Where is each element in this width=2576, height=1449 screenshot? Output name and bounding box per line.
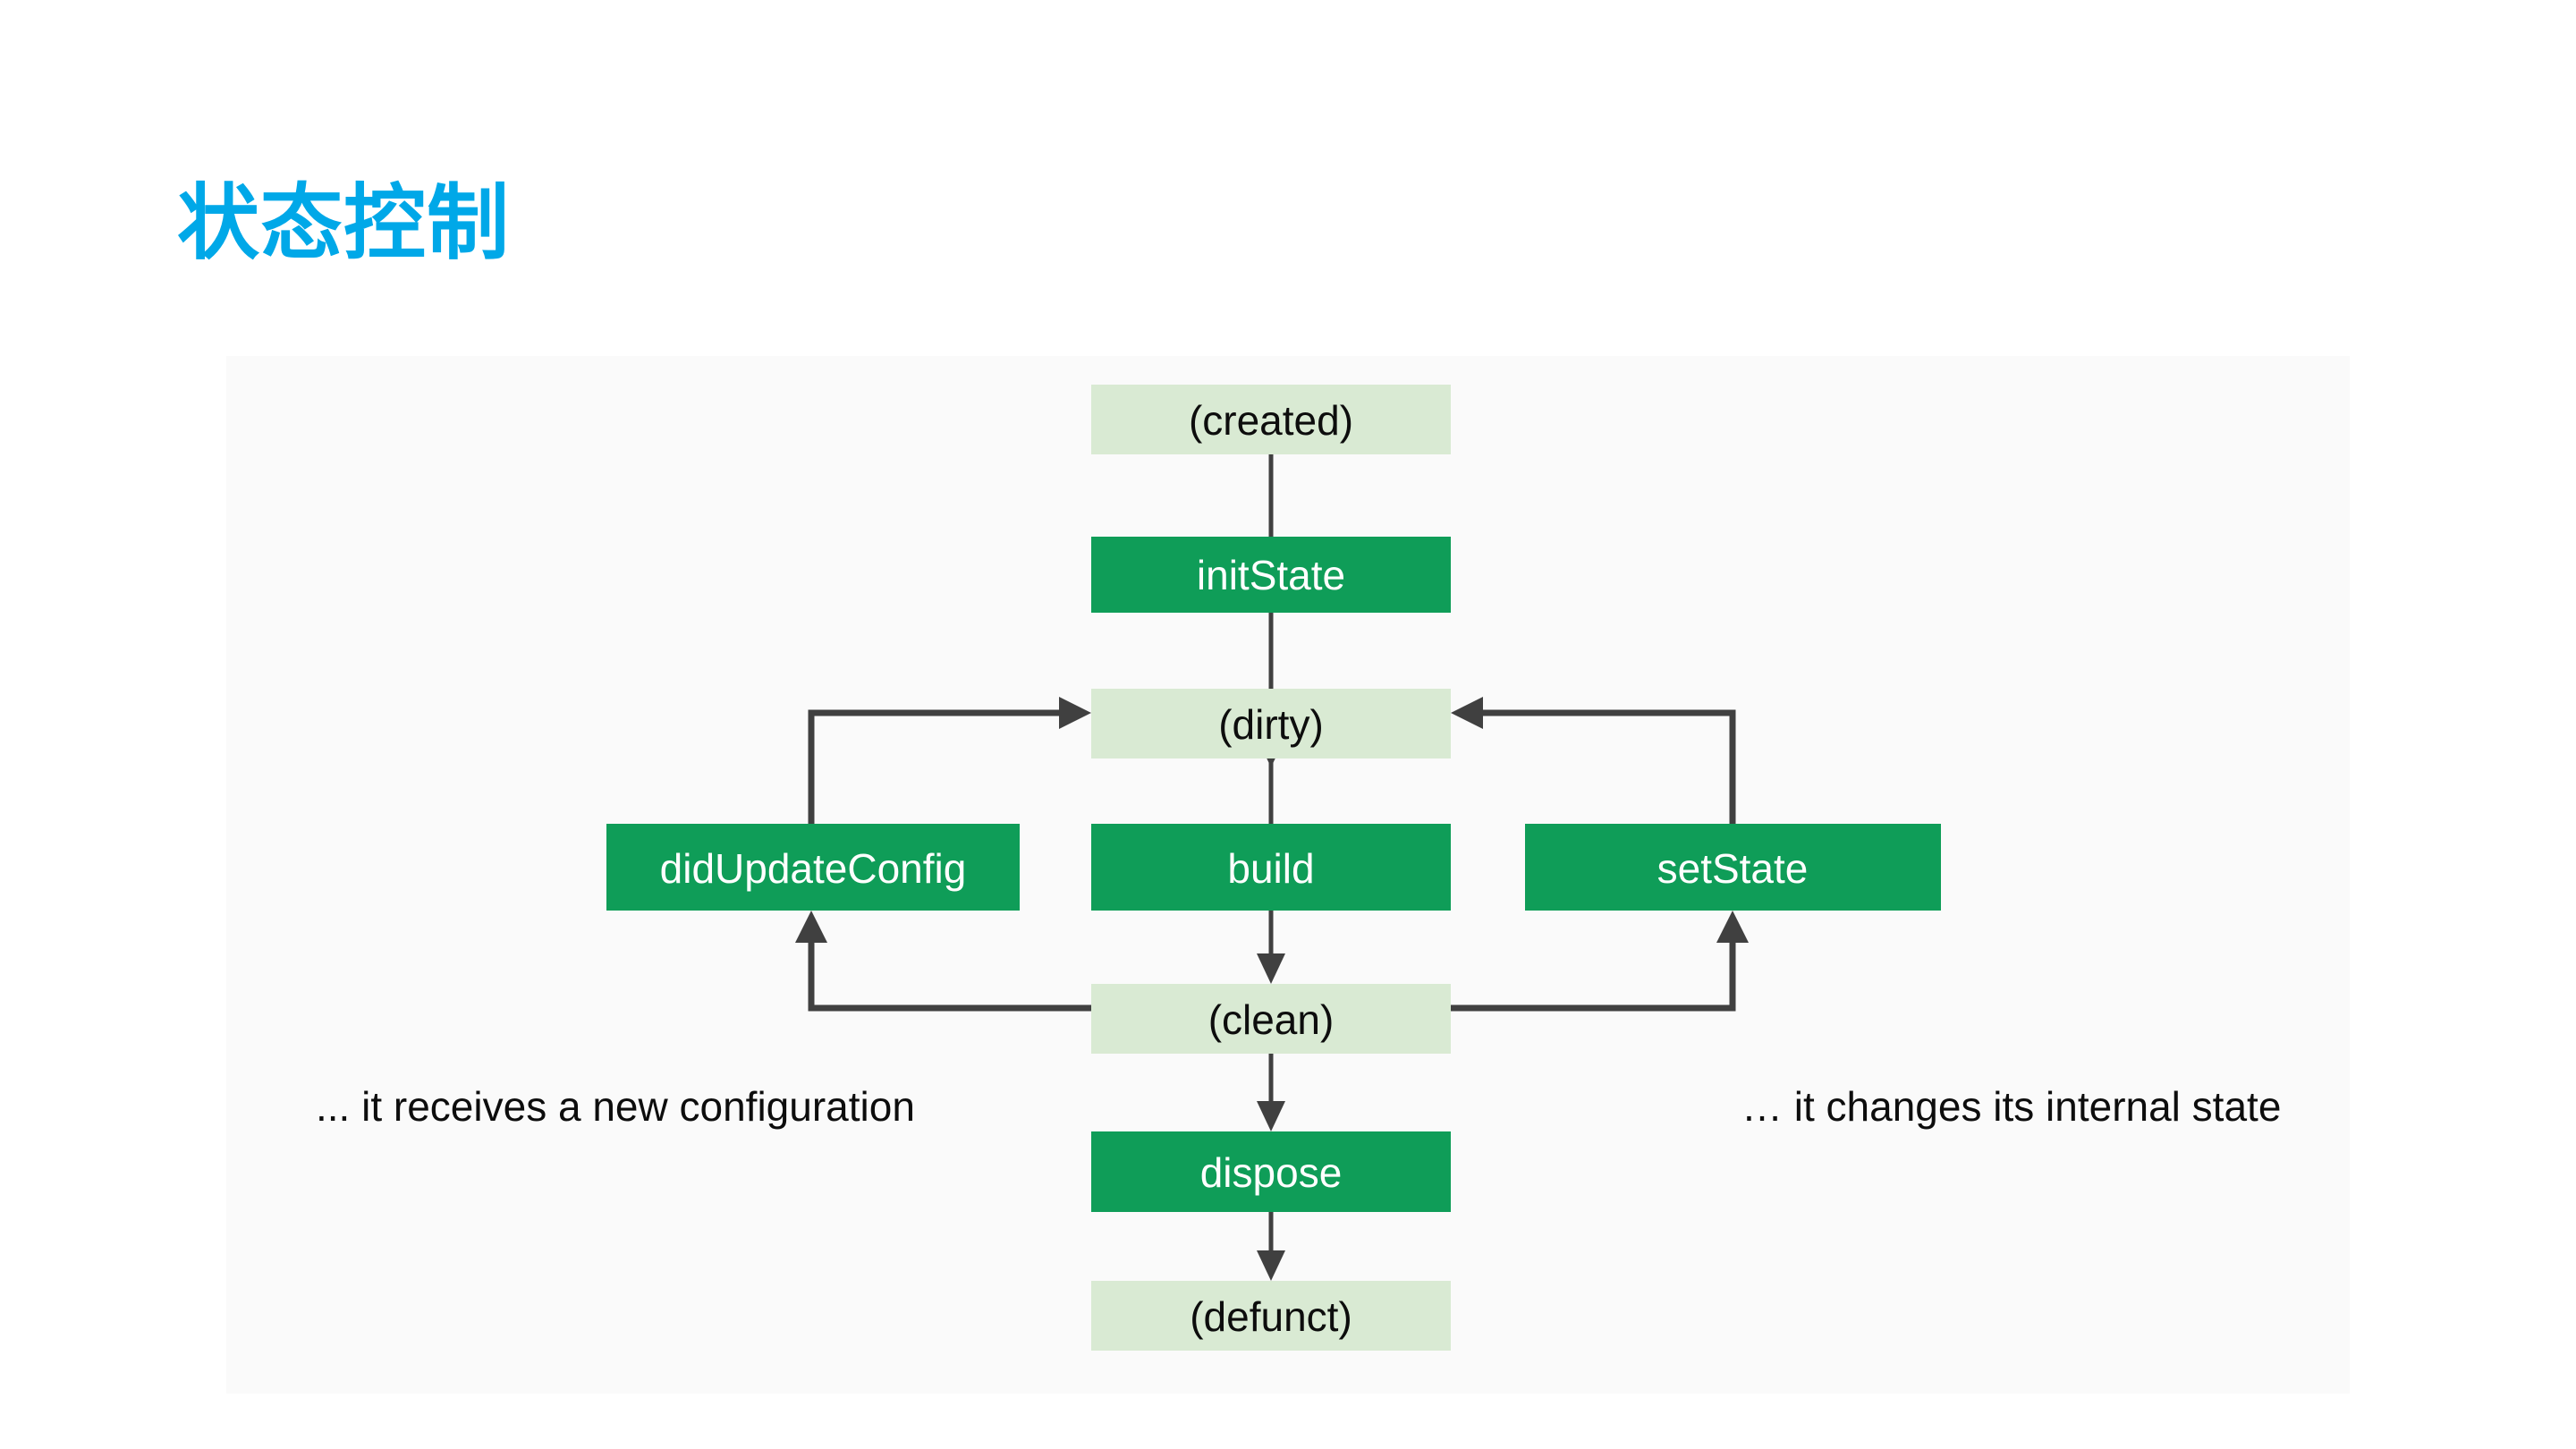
node-clean-label: (clean) [1208, 996, 1335, 1043]
edge-clean-to-dispose [1257, 1054, 1285, 1131]
caption-changes-internal-state: … it changes its internal state [1741, 1083, 2281, 1130]
edge-didupdateconfig-to-dirty [808, 697, 1091, 824]
node-setstate[interactable]: setState [1525, 824, 1941, 911]
node-clean[interactable]: (clean) [1091, 984, 1451, 1054]
node-dispose[interactable]: dispose [1091, 1131, 1451, 1212]
node-created-label: (created) [1189, 397, 1353, 444]
node-didupdateconfig[interactable]: didUpdateConfig [606, 824, 1020, 911]
node-initstate-label: initState [1197, 552, 1345, 598]
node-defunct[interactable]: (defunct) [1091, 1281, 1451, 1351]
edge-clean-to-didupdateconfig [795, 911, 1091, 1012]
page-title: 状态控制 [177, 178, 511, 269]
node-initstate[interactable]: initState [1091, 537, 1451, 613]
edge-dispose-to-defunct [1257, 1212, 1285, 1281]
diagram-canvas: (created) initState (dirty) didUpdateCon… [316, 385, 2281, 1351]
node-created[interactable]: (created) [1091, 385, 1451, 454]
node-defunct-label: (defunct) [1190, 1293, 1352, 1340]
node-setstate-label: setState [1657, 845, 1809, 892]
caption-receives-new-configuration: ... it receives a new configuration [316, 1083, 915, 1130]
node-dispose-label: dispose [1200, 1149, 1343, 1196]
edge-build-to-clean [1257, 911, 1285, 984]
node-build[interactable]: build [1091, 824, 1451, 911]
state-lifecycle-diagram: (created) initState (dirty) didUpdateCon… [226, 356, 2350, 1394]
node-dirty[interactable]: (dirty) [1091, 689, 1451, 758]
edge-clean-to-setstate [1451, 911, 1749, 1012]
node-dirty-label: (dirty) [1218, 701, 1324, 748]
node-build-label: build [1227, 845, 1314, 892]
edge-setstate-to-dirty [1451, 697, 1736, 824]
node-didupdateconfig-label: didUpdateConfig [660, 845, 967, 892]
